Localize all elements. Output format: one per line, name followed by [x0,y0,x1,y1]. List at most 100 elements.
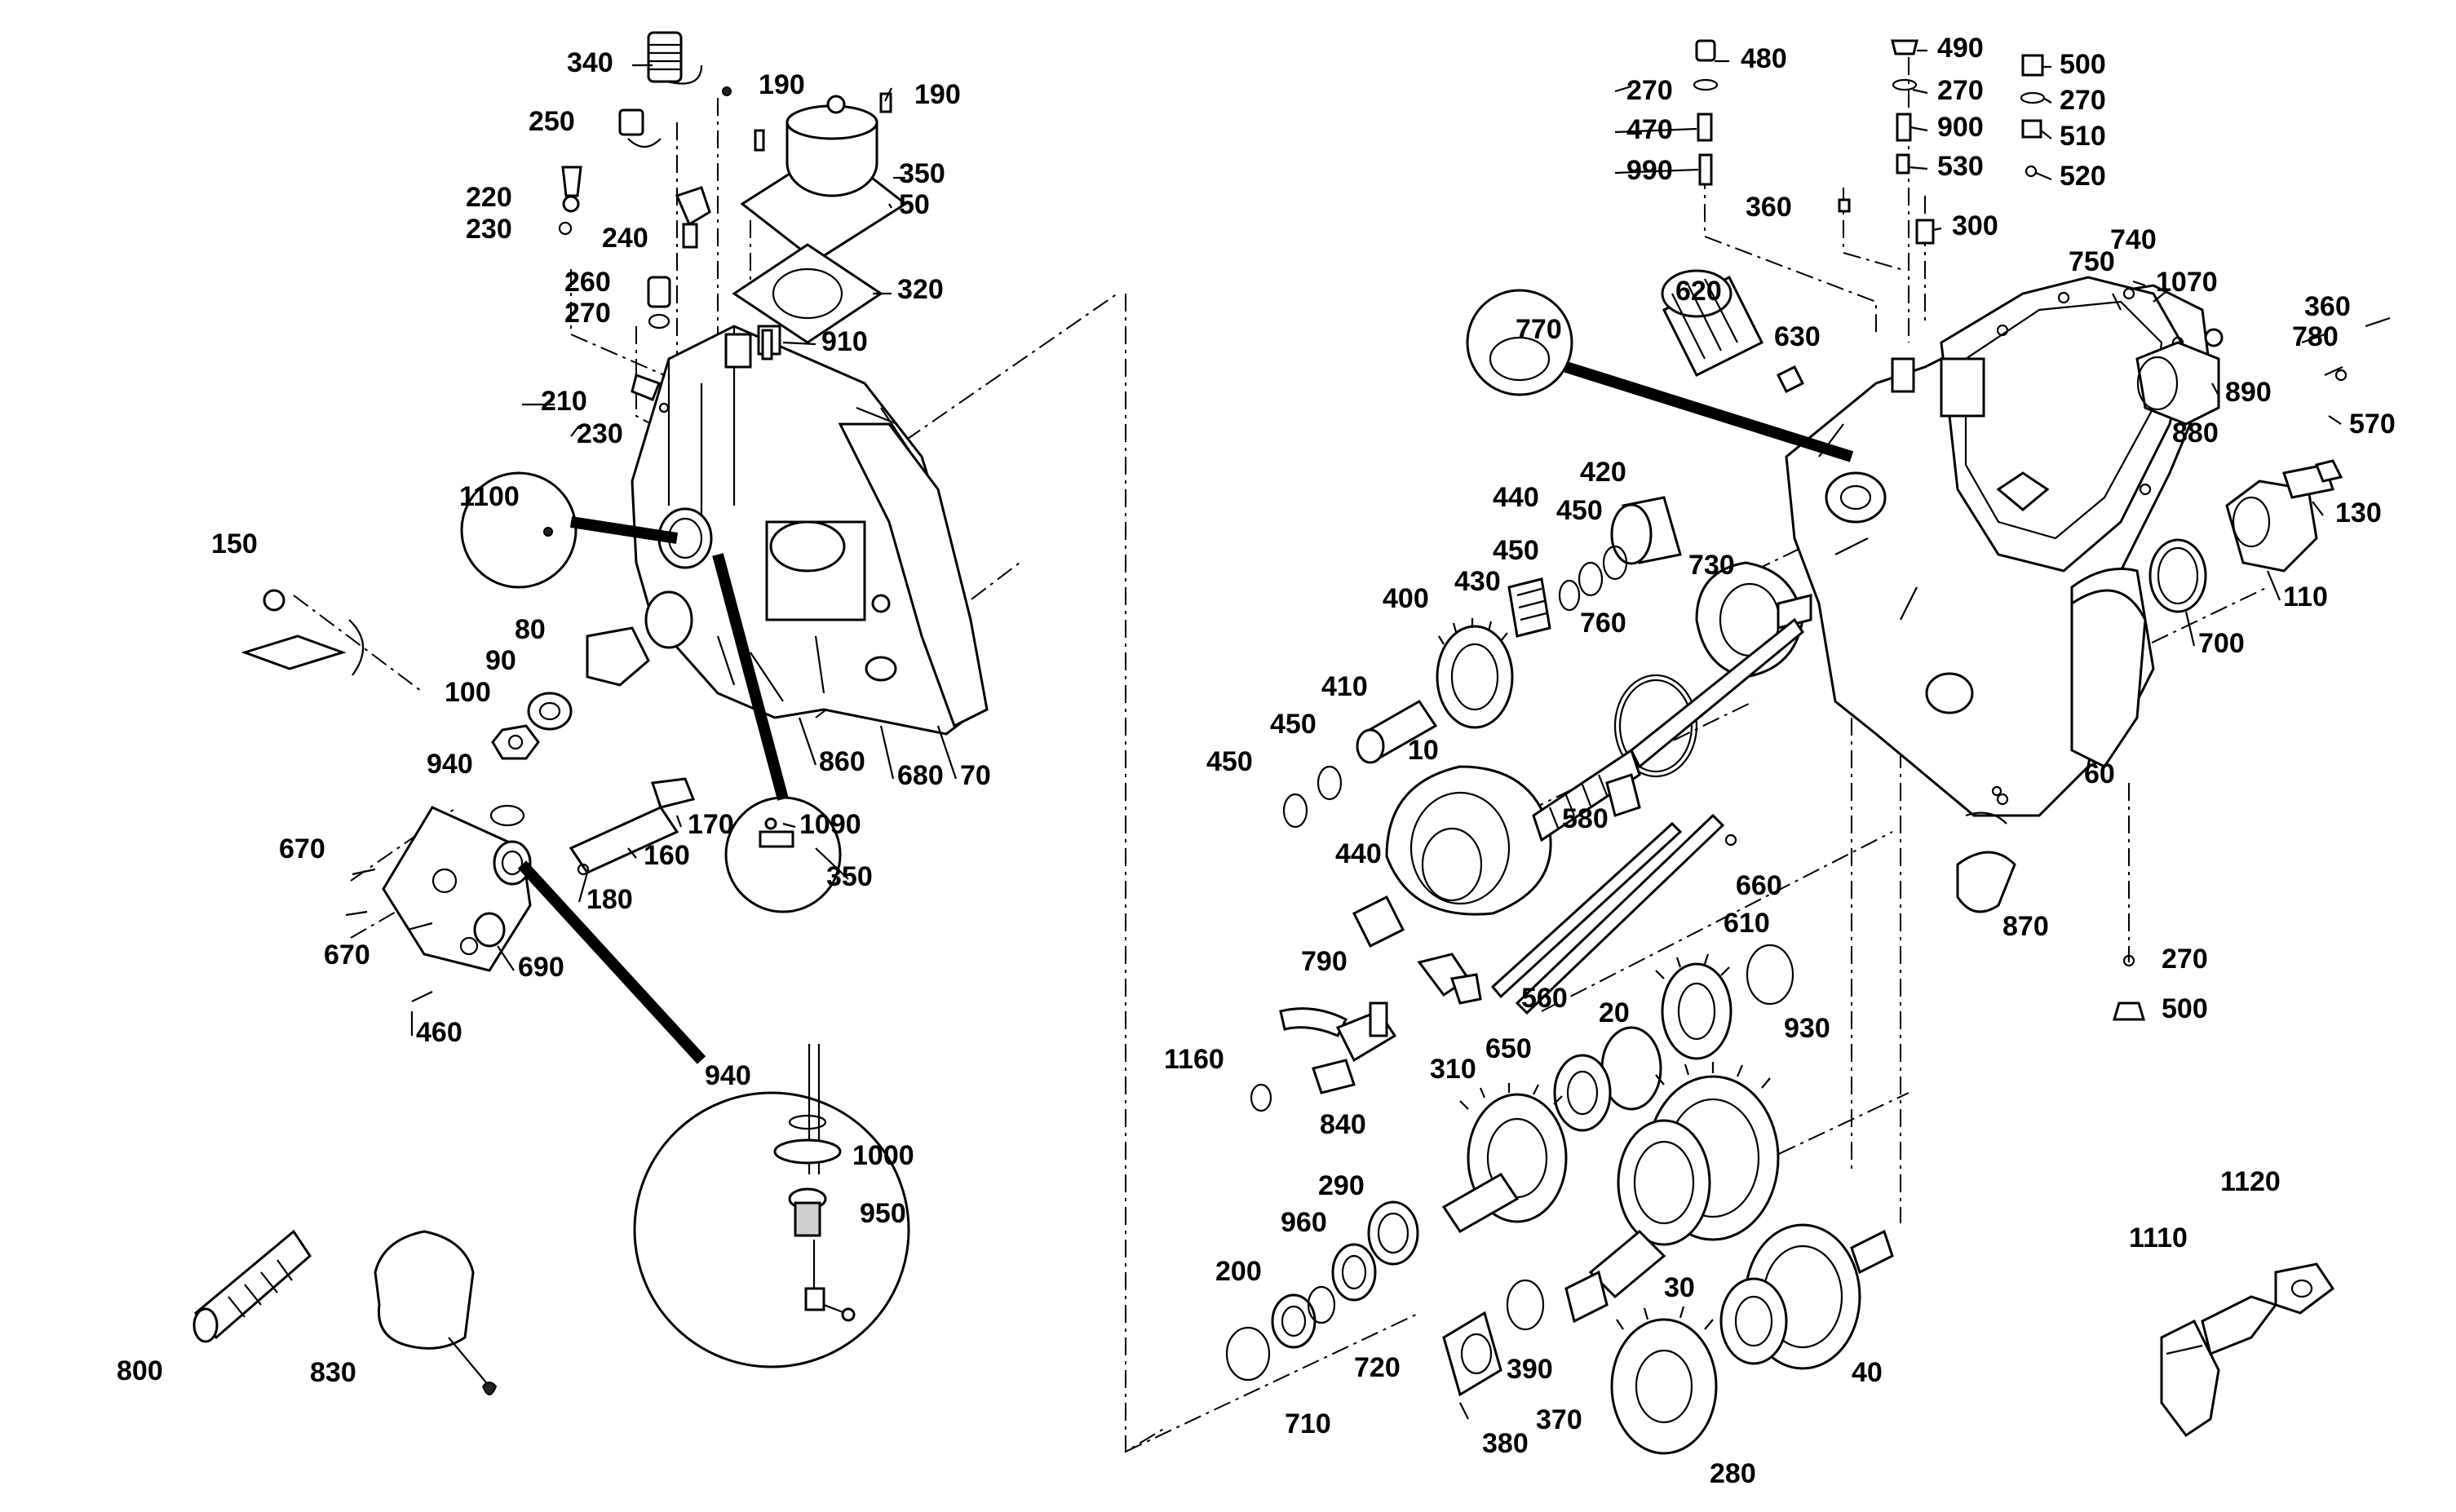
label-580: 580 [1562,803,1609,834]
label-1070: 1070 [2156,267,2218,298]
label-620: 620 [1675,276,1722,307]
label-940-b: 940 [705,1060,751,1091]
label-400: 400 [1383,583,1429,614]
label-50: 50 [899,189,930,220]
label-950: 950 [860,1198,906,1229]
label-250: 250 [529,106,575,137]
shift-fork-group [1250,953,1482,1112]
label-450-b: 450 [1493,535,1539,566]
label-290: 290 [1318,1170,1365,1201]
label-880: 880 [2172,418,2219,449]
right-assembly [1125,39,2391,1455]
label-20: 20 [1599,997,1630,1028]
gearbox-housing-left [631,325,989,736]
label-210: 210 [541,386,587,417]
label-660: 660 [1736,870,1782,901]
label-370: 370 [1536,1404,1582,1435]
label-340: 340 [567,47,613,78]
label-800: 800 [117,1355,163,1386]
label-90: 90 [485,645,516,676]
label-890: 890 [2225,377,2272,408]
sleeve-410 [1282,700,1438,829]
label-690: 690 [518,952,564,983]
detail-callout-770 [1466,289,1854,462]
label-410: 410 [1321,671,1368,702]
label-60: 60 [2084,758,2115,789]
detail-circle-1100 [460,471,577,589]
label-790: 790 [1301,946,1347,977]
label-270-a: 270 [564,298,611,329]
detail-circle-950 [633,1091,910,1368]
label-480: 480 [1741,43,1787,74]
label-750: 750 [2069,246,2115,277]
label-830: 830 [310,1357,356,1388]
label-150: 150 [211,528,258,559]
flange-housing-690 [345,777,696,1002]
label-170: 170 [688,809,734,840]
label-10: 10 [1408,735,1439,766]
label-70: 70 [960,760,991,791]
detail-callouts-left [460,471,910,1368]
label-390: 390 [1507,1354,1553,1385]
label-450-a: 450 [1556,495,1603,526]
label-700: 700 [2198,628,2245,659]
label-910: 910 [821,326,868,357]
label-870: 870 [2002,911,2049,942]
label-760: 760 [1580,608,1626,639]
label-1000: 1000 [852,1140,914,1171]
label-500-a: 500 [2060,49,2106,80]
label-270-c: 270 [1937,75,1984,106]
label-720: 720 [1354,1352,1401,1383]
label-270-e: 270 [2162,944,2208,975]
synchro-40 [1719,1223,1894,1370]
label-840: 840 [1320,1109,1366,1140]
label-440-b: 440 [1335,838,1382,869]
label-360-b: 360 [2304,291,2351,322]
label-510: 510 [2060,121,2106,152]
label-1120: 1120 [2220,1166,2281,1197]
shift-rods [1490,773,1737,1015]
label-leaders [410,49,2342,1036]
gear-30-cluster [1564,1062,1780,1324]
bearing-stack [1507,496,1682,638]
label-440-a: 440 [1493,482,1539,513]
gear-20-stack [1553,944,1794,1132]
label-420: 420 [1580,457,1626,488]
label-260: 260 [564,267,611,298]
label-100: 100 [445,677,491,708]
label-230-a: 230 [466,214,512,245]
label-1110: 1110 [2129,1222,2188,1253]
part-number-labels: 340 190 190 250 350 50 220 230 240 260 2… [117,33,2396,1489]
label-200: 200 [1215,1256,1262,1287]
gear-280 [1610,1306,1718,1455]
label-430: 430 [1454,566,1501,597]
label-180: 180 [586,884,633,915]
label-560: 560 [1521,983,1568,1014]
fittings-top-right [1693,39,2146,311]
label-190-b: 190 [914,79,961,110]
gear-310 [1441,1083,1568,1233]
rear-cover-60 [1956,589,2147,1021]
label-360-a: 360 [1746,192,1792,223]
label-110: 110 [2283,581,2328,612]
label-130: 130 [2335,497,2382,528]
shaft-10-drum [1352,617,1804,948]
label-280: 280 [1710,1458,1756,1489]
label-520: 520 [2060,161,2106,192]
label-680: 680 [897,760,944,791]
label-40: 40 [1852,1357,1883,1388]
label-240: 240 [602,223,648,254]
label-1100: 1100 [459,481,520,512]
label-190-a: 190 [759,69,805,100]
label-380: 380 [1482,1428,1529,1459]
label-530: 530 [1937,151,1984,182]
small-fittings-top-left [558,31,892,413]
left-assembly [192,31,1167,1453]
label-300: 300 [1952,210,1998,241]
label-940-a: 940 [427,749,473,780]
label-30: 30 [1664,1272,1695,1303]
label-500-b: 500 [2162,993,2208,1024]
label-350-a: 350 [899,158,945,189]
label-730: 730 [1688,550,1735,581]
label-960: 960 [1281,1207,1327,1238]
